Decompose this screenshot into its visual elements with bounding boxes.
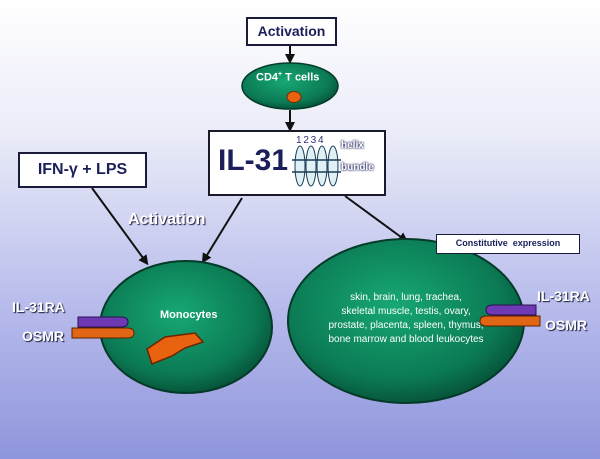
activation-left-label: Activation [128, 211, 206, 228]
osmr-receptor-left [71, 327, 135, 339]
bundle-label: bundle [341, 162, 374, 173]
osmr-label-left: OSMR [22, 328, 64, 344]
tissue-line: skin, brain, lung, trachea, [350, 292, 462, 303]
arrow-stimulus-to-monocytes [91, 187, 149, 266]
constitutive-label: Constitutive expression [455, 238, 561, 248]
il31ra-label-right: IL-31RA [537, 288, 590, 304]
tissue-line: bone marrow and blood leukocytes [328, 334, 484, 345]
osmr-receptor-right [479, 315, 541, 327]
helix-label: helix [341, 140, 364, 151]
stimulus-box: IFN-γ + LPS [18, 152, 147, 188]
tissue-line: skeletal muscle, testis, ovary, [341, 306, 471, 317]
il31ra-label-left: IL-31RA [12, 299, 65, 315]
receptor-right [479, 304, 541, 327]
arrow-il31-to-tissues [344, 195, 409, 243]
constitutive-box: Constitutive expression [436, 234, 580, 254]
tissue-line: prostate, placenta, spleen, thymus, [328, 320, 484, 331]
arrow-il31-to-monocytes [201, 197, 243, 264]
osmr-label-right: OSMR [545, 317, 587, 333]
cd4-label: CD4+ T cells [256, 71, 320, 84]
monocytes-label: Monocytes [160, 309, 218, 321]
activation-top-label: Activation [257, 23, 326, 39]
cd4-t-cell [241, 62, 339, 110]
monocyte-cell [99, 260, 273, 394]
receptor-left [71, 316, 135, 339]
cd4-nucleus [286, 91, 302, 103]
activation-top-box: Activation [246, 17, 337, 46]
helix-bundle-icon [292, 145, 341, 187]
tissue-list: skin, brain, lung, trachea, skeletal mus… [298, 291, 514, 347]
helix-numbers: 1 2 3 4 [296, 135, 324, 146]
il31ra-receptor-right [485, 304, 537, 316]
il31-box: IL-31 1 2 3 4 helix bundle [208, 130, 386, 196]
stimulus-label: IFN-γ + LPS [37, 161, 128, 178]
monocyte-nucleus [146, 332, 205, 365]
il31-label: IL-31 [218, 144, 289, 177]
il31ra-receptor-left [77, 316, 129, 328]
